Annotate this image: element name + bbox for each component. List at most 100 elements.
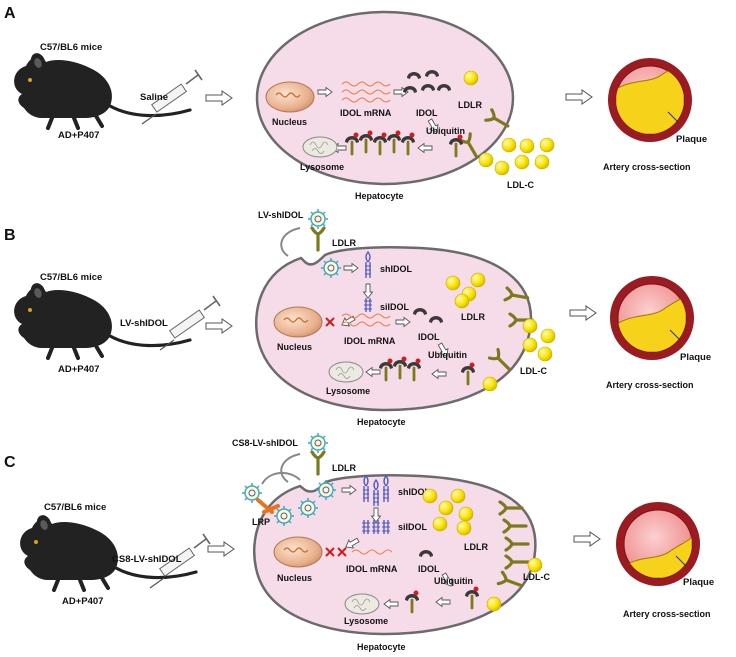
mouse-strain-label: C57/BL6 mice [40, 272, 102, 283]
idol-label: IDOL [418, 332, 440, 342]
artery-label: Artery cross-section [606, 380, 694, 390]
plaque-pointer [669, 329, 681, 341]
ldl-particle [482, 376, 498, 392]
ldl-particle [463, 70, 479, 86]
lysosome-label: Lysosome [300, 162, 344, 172]
artery-label: Artery cross-section [623, 609, 711, 619]
hollow-arrow-icon [573, 531, 601, 547]
ldlr-label: LDLR [464, 542, 488, 552]
panel-letter: B [4, 227, 16, 244]
lrp-label: LRP [252, 517, 270, 527]
lentivirus-icon [315, 479, 337, 501]
hollow-arrow-icon [565, 89, 593, 105]
nucleus [265, 81, 315, 113]
shidol-label: shIDOL [398, 487, 431, 497]
mrna-label: IDOL mRNA [340, 108, 392, 118]
cell-label: Hepatocyte [357, 642, 406, 652]
red-x-icon [325, 547, 347, 557]
shidol-label: shIDOL [380, 264, 413, 274]
endocytosis-arrow [261, 472, 301, 485]
ldlr-label: LDLR [461, 312, 485, 322]
ubiquitin-label: Ubiquitin [434, 576, 473, 586]
vector-label: CS8-LV-shIDOL [232, 438, 298, 448]
mouse-strain-label: C57/BL6 mice [40, 42, 102, 53]
panel-c: C C57/BL6 mice CS8-LV-shIDOL AD+P407 Hep… [4, 432, 714, 652]
nucleus [273, 536, 323, 568]
mouse-strain-label: C57/BL6 mice [44, 502, 106, 513]
artery-cross-section [608, 58, 692, 142]
lysosome-label: Lysosome [326, 386, 370, 396]
ldlr-receptor [310, 450, 326, 476]
ubiquitin-label: Ubiquitin [426, 126, 465, 136]
panel-b: B C57/BL6 mice LV-shIDOL AD+P407 Hepatoc… [4, 208, 711, 427]
vector-label: LV-shIDOL [258, 210, 304, 220]
plaque-label: Plaque [680, 352, 711, 363]
plaque-region [616, 66, 684, 134]
nucleus-label: Nucleus [277, 573, 312, 583]
injection-label: CS8-LV-shIDOL [112, 554, 182, 565]
siidol-label: siIDOL [398, 522, 428, 532]
artery-cross-section [616, 502, 700, 586]
lentivirus-icon [320, 257, 342, 279]
hollow-arrow-icon [207, 541, 235, 557]
plaque-pointer [667, 111, 679, 123]
artery-cross-section [610, 276, 694, 360]
nucleus [273, 306, 323, 338]
mouse-icon [12, 49, 192, 131]
idol-label: IDOL [416, 108, 438, 118]
ldl-particle [445, 275, 461, 291]
plaque-pointer [675, 555, 687, 567]
lysosome-label: Lysosome [344, 616, 388, 626]
model-label: AD+P407 [62, 596, 103, 607]
hollow-arrow-icon [205, 90, 233, 106]
endocytosis-arrow [280, 227, 301, 257]
cell-label: Hepatocyte [357, 417, 406, 427]
ubiquitin-label: Ubiquitin [428, 350, 467, 360]
model-label: AD+P407 [58, 364, 99, 375]
cell-label: Hepatocyte [355, 191, 404, 201]
nucleus-label: Nucleus [277, 342, 312, 352]
artery-label: Artery cross-section [603, 162, 691, 172]
lentivirus-icon [307, 432, 329, 454]
panel-letter: A [4, 5, 16, 22]
ldlr-receptor [310, 226, 326, 252]
injection-label: LV-shIDOL [120, 318, 168, 329]
ldl-particle [527, 557, 543, 573]
plaque-label: Plaque [676, 134, 707, 145]
lentivirus-icon [297, 497, 319, 519]
lysosome [302, 136, 338, 158]
endocytosis-arrow [280, 453, 301, 483]
ldl-particle [470, 272, 486, 288]
nucleus-label: Nucleus [272, 117, 307, 127]
lentivirus-icon [273, 505, 295, 527]
hollow-arrow-icon [205, 318, 233, 334]
panel-letter: C [4, 454, 16, 471]
ldl-label: LDL-C [507, 180, 534, 190]
ldl-particle [486, 596, 502, 612]
mrna-label: IDOL mRNA [344, 336, 396, 346]
lysosome [328, 361, 364, 383]
mouse-icon [18, 511, 198, 592]
mrna-strands [351, 549, 393, 555]
panel-a: A C57/BL6 mice Saline AD+P407 Hepatocyte… [4, 5, 707, 201]
mrna-label: IDOL mRNA [346, 564, 398, 574]
siidol-label: siIDOL [380, 302, 410, 312]
ldl-label: LDL-C [523, 572, 550, 582]
idol-label: IDOL [418, 564, 440, 574]
ldlr-label: LDLR [458, 100, 482, 110]
ldl-particle [454, 293, 470, 309]
mrna-strands [341, 313, 391, 327]
plaque-label: Plaque [683, 577, 714, 588]
lentivirus-icon [307, 208, 329, 230]
ldl-cluster [522, 318, 556, 362]
red-x-icon [325, 317, 335, 327]
mrna-strands [341, 81, 391, 103]
injection-label: Saline [140, 92, 168, 103]
ldl-label: LDL-C [520, 366, 547, 376]
vector-receptor-label: LDLR [332, 463, 356, 473]
hollow-arrow-icon [569, 305, 597, 321]
lysosome [344, 593, 380, 615]
vector-receptor-label: LDLR [332, 238, 356, 248]
model-label: AD+P407 [58, 130, 99, 141]
